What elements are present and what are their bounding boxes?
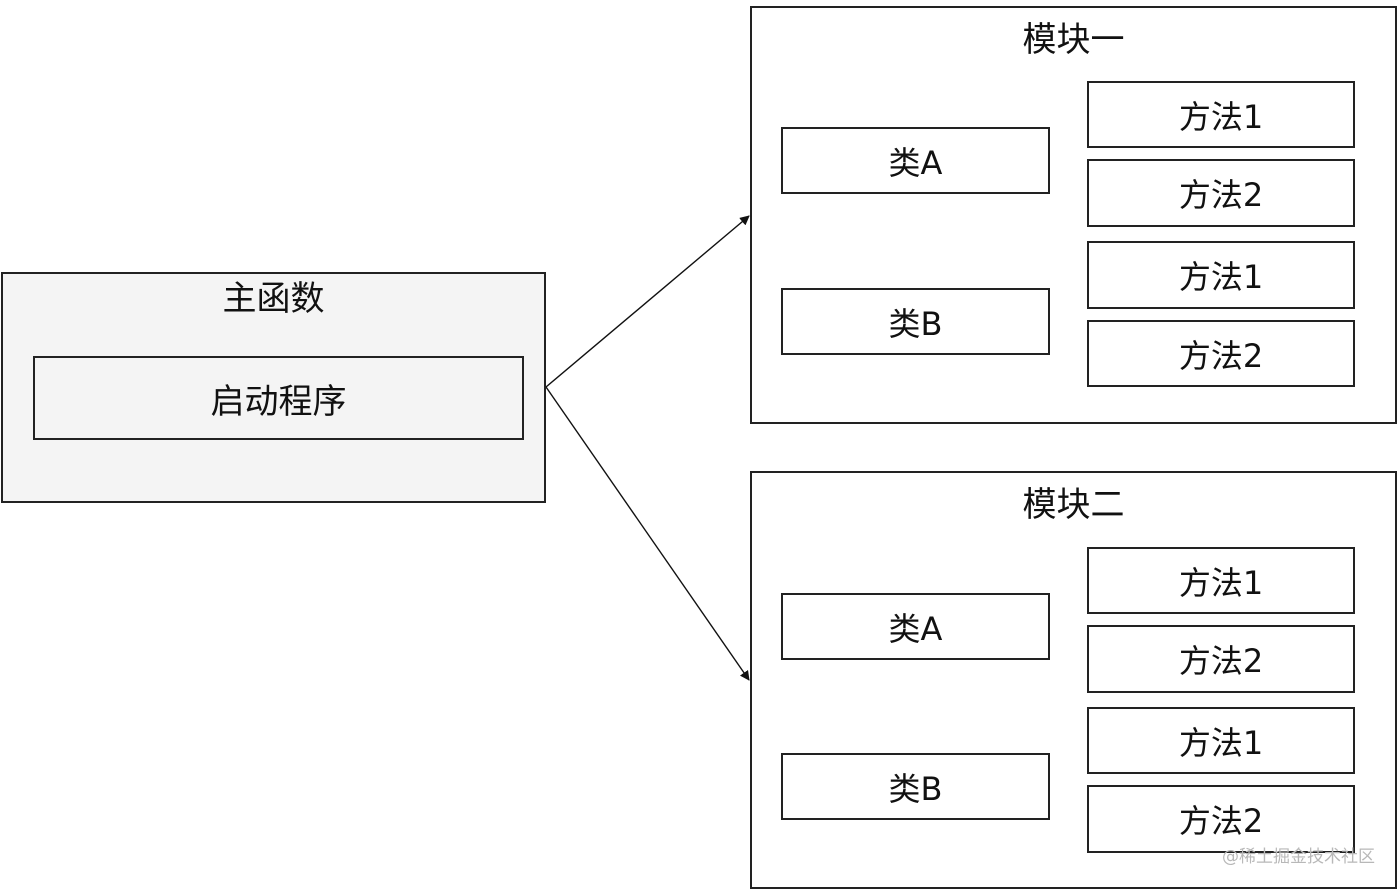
module-2-class-a: 类A (781, 593, 1050, 660)
module-1-class-b-method-1: 方法1 (1087, 241, 1355, 309)
module-1-class-a: 类A (781, 127, 1050, 194)
main-function-title: 主函数 (222, 279, 325, 319)
module-1-title: 模块一 (1022, 20, 1125, 60)
module-2-class-a-method-1: 方法1 (1087, 547, 1355, 614)
module-2-class-b-method-2: 方法2 (1087, 785, 1355, 853)
module-1-class-a-method-2: 方法2 (1087, 159, 1355, 227)
arrow-main-to-module-1 (545, 215, 750, 388)
arrow-main-to-module-2 (545, 386, 750, 681)
module-2-class-a-method-2: 方法2 (1087, 625, 1355, 693)
module-1-class-a-method-1: 方法1 (1087, 81, 1355, 148)
startup-box: 启动程序 (33, 356, 524, 440)
module-2-class-b-method-1: 方法1 (1087, 707, 1355, 774)
module-2-class-b: 类B (781, 753, 1050, 820)
module-2-title: 模块二 (1022, 485, 1125, 525)
module-1-class-b-method-2: 方法2 (1087, 320, 1355, 387)
watermark-text: @稀土掘金技术社区 (1222, 847, 1375, 867)
main-function-box: 主函数 启动程序 (1, 272, 546, 503)
module-1-class-b: 类B (781, 288, 1050, 355)
